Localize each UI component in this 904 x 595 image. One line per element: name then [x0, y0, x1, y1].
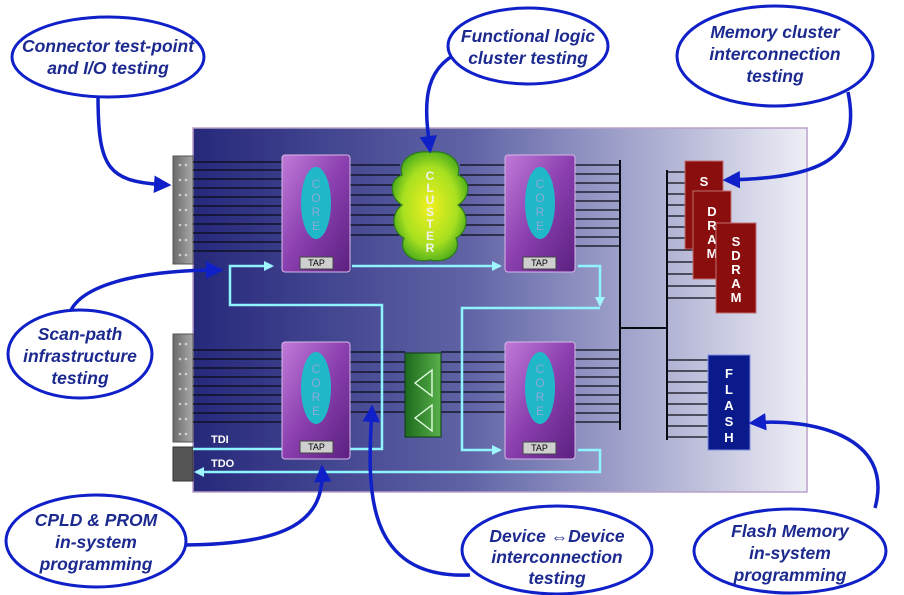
tap-label: TAP: [308, 442, 325, 452]
edge-connector-top: [172, 155, 194, 265]
core-letter: O: [311, 191, 320, 205]
arrow-memory: [722, 91, 853, 189]
callout-cpld-line3: programming: [39, 554, 153, 574]
sdram-letter: S: [700, 174, 709, 189]
tdi-label: TDI: [211, 434, 229, 446]
sdram-letter: R: [731, 262, 741, 277]
tap-box: [299, 256, 334, 270]
core-letter: O: [535, 376, 544, 390]
core-letter: E: [312, 404, 320, 418]
buffer-block: [404, 352, 442, 438]
callout-device: Device ⇔Device interconnection testing: [460, 504, 654, 595]
chip-top-right: C O R E TAP: [504, 154, 576, 273]
core-letter: C: [312, 362, 321, 376]
sdram-letter: M: [707, 246, 718, 261]
arrow-connector: [96, 94, 172, 194]
core-letter: R: [536, 390, 545, 404]
traces: [193, 160, 716, 440]
flash-letter: F: [725, 366, 733, 381]
callout-cpld: CPLD & PROM in-system programming: [4, 493, 188, 589]
callout-functional-line2: cluster testing: [468, 48, 588, 68]
core-letter: O: [311, 376, 320, 390]
flash-chip: F L A S H: [707, 354, 751, 451]
core-letter: E: [536, 404, 544, 418]
callout-arrows: [66, 50, 880, 577]
core-letter: R: [312, 205, 321, 219]
callout-device-line1: Device ⇔Device: [489, 526, 624, 546]
tap-label: TAP: [531, 443, 548, 453]
callout-connector-line1: Connector test-point: [22, 36, 195, 56]
callout-memory-line3: testing: [746, 66, 804, 86]
cluster-letter: R: [426, 241, 435, 255]
sdram-letter: D: [731, 248, 740, 263]
sdram-letter: S: [732, 234, 741, 249]
callout-connector-line2: and I/O testing: [47, 58, 169, 78]
core-ellipse: [525, 352, 555, 424]
logic-cluster: C L U S T E R: [391, 151, 469, 262]
arrow-device: [362, 404, 471, 577]
callout-scanpath: Scan-path infrastructure testing: [6, 308, 154, 400]
callout-scanpath-line1: Scan-path: [38, 324, 123, 344]
flash-letter: H: [724, 430, 733, 445]
tap-box: [299, 440, 334, 454]
core-letter: R: [536, 205, 545, 219]
callout-scanpath-line2: infrastructure: [23, 346, 137, 366]
sdram-letter: D: [707, 204, 716, 219]
flash-letter: L: [725, 382, 733, 397]
callout-flash-line1: Flash Memory: [731, 521, 850, 541]
sdram-chip-3: S D R A M: [715, 222, 757, 314]
callout-memory-line2: interconnection: [709, 44, 840, 64]
callout-device-line2: interconnection: [491, 547, 622, 567]
flash-letter: S: [725, 414, 734, 429]
callout-functional: Functional logic cluster testing: [446, 6, 610, 86]
core-letter: C: [536, 177, 545, 191]
sdram-letter: A: [707, 232, 717, 247]
callout-flash-line3: programming: [733, 565, 847, 585]
core-letter: E: [312, 219, 320, 233]
callout-device-line3: testing: [528, 568, 586, 588]
core-letter: C: [536, 362, 545, 376]
chip-top-left: C O R E TAP: [281, 154, 351, 273]
callout-memory: Memory cluster interconnection testing: [675, 4, 875, 108]
jtag-connector: [172, 446, 194, 482]
callout-memory-line1: Memory cluster: [710, 22, 841, 42]
core-ellipse: [301, 167, 331, 239]
arrow-scanpath: [66, 261, 224, 321]
tap-label: TAP: [308, 258, 325, 268]
sdram-letter: M: [731, 290, 742, 305]
core-ellipse: [525, 167, 555, 239]
cluster-letter: E: [426, 229, 434, 243]
edge-connector-bottom: [172, 333, 194, 443]
arrow-cpld: [179, 464, 332, 547]
callout-cpld-line2: in-system: [55, 532, 137, 552]
cluster-letter: S: [426, 205, 434, 219]
core-letter: O: [535, 191, 544, 205]
sdram-letter: R: [707, 218, 717, 233]
flash-letter: A: [724, 398, 734, 413]
callout-scanpath-line3: testing: [51, 368, 109, 388]
callout-flash: Flash Memory in-system programming: [692, 507, 888, 595]
cluster-letter: L: [426, 181, 433, 195]
tap-label: TAP: [531, 258, 548, 268]
chip-bottom-right: C O R E TAP: [504, 341, 576, 460]
tdo-label: TDO: [211, 458, 235, 470]
cluster-letter: T: [426, 217, 434, 231]
callout-functional-line1: Functional logic: [461, 26, 595, 46]
cluster-letter: U: [426, 193, 435, 207]
core-letter: C: [312, 177, 321, 191]
tap-box: [522, 441, 557, 455]
tap-box: [522, 256, 557, 270]
core-ellipse: [301, 352, 331, 424]
chip-bottom-left: C O R E TAP: [281, 341, 351, 460]
cluster-letter: C: [426, 169, 435, 183]
arrow-flash: [748, 413, 880, 509]
callout-cpld-line1: CPLD & PROM: [35, 510, 158, 530]
core-letter: E: [536, 219, 544, 233]
callout-connector: Connector test-point and I/O testing: [10, 15, 206, 99]
core-letter: R: [312, 390, 321, 404]
arrow-functional: [419, 50, 461, 154]
sdram-letter: A: [731, 276, 741, 291]
callout-flash-line2: in-system: [749, 543, 831, 563]
